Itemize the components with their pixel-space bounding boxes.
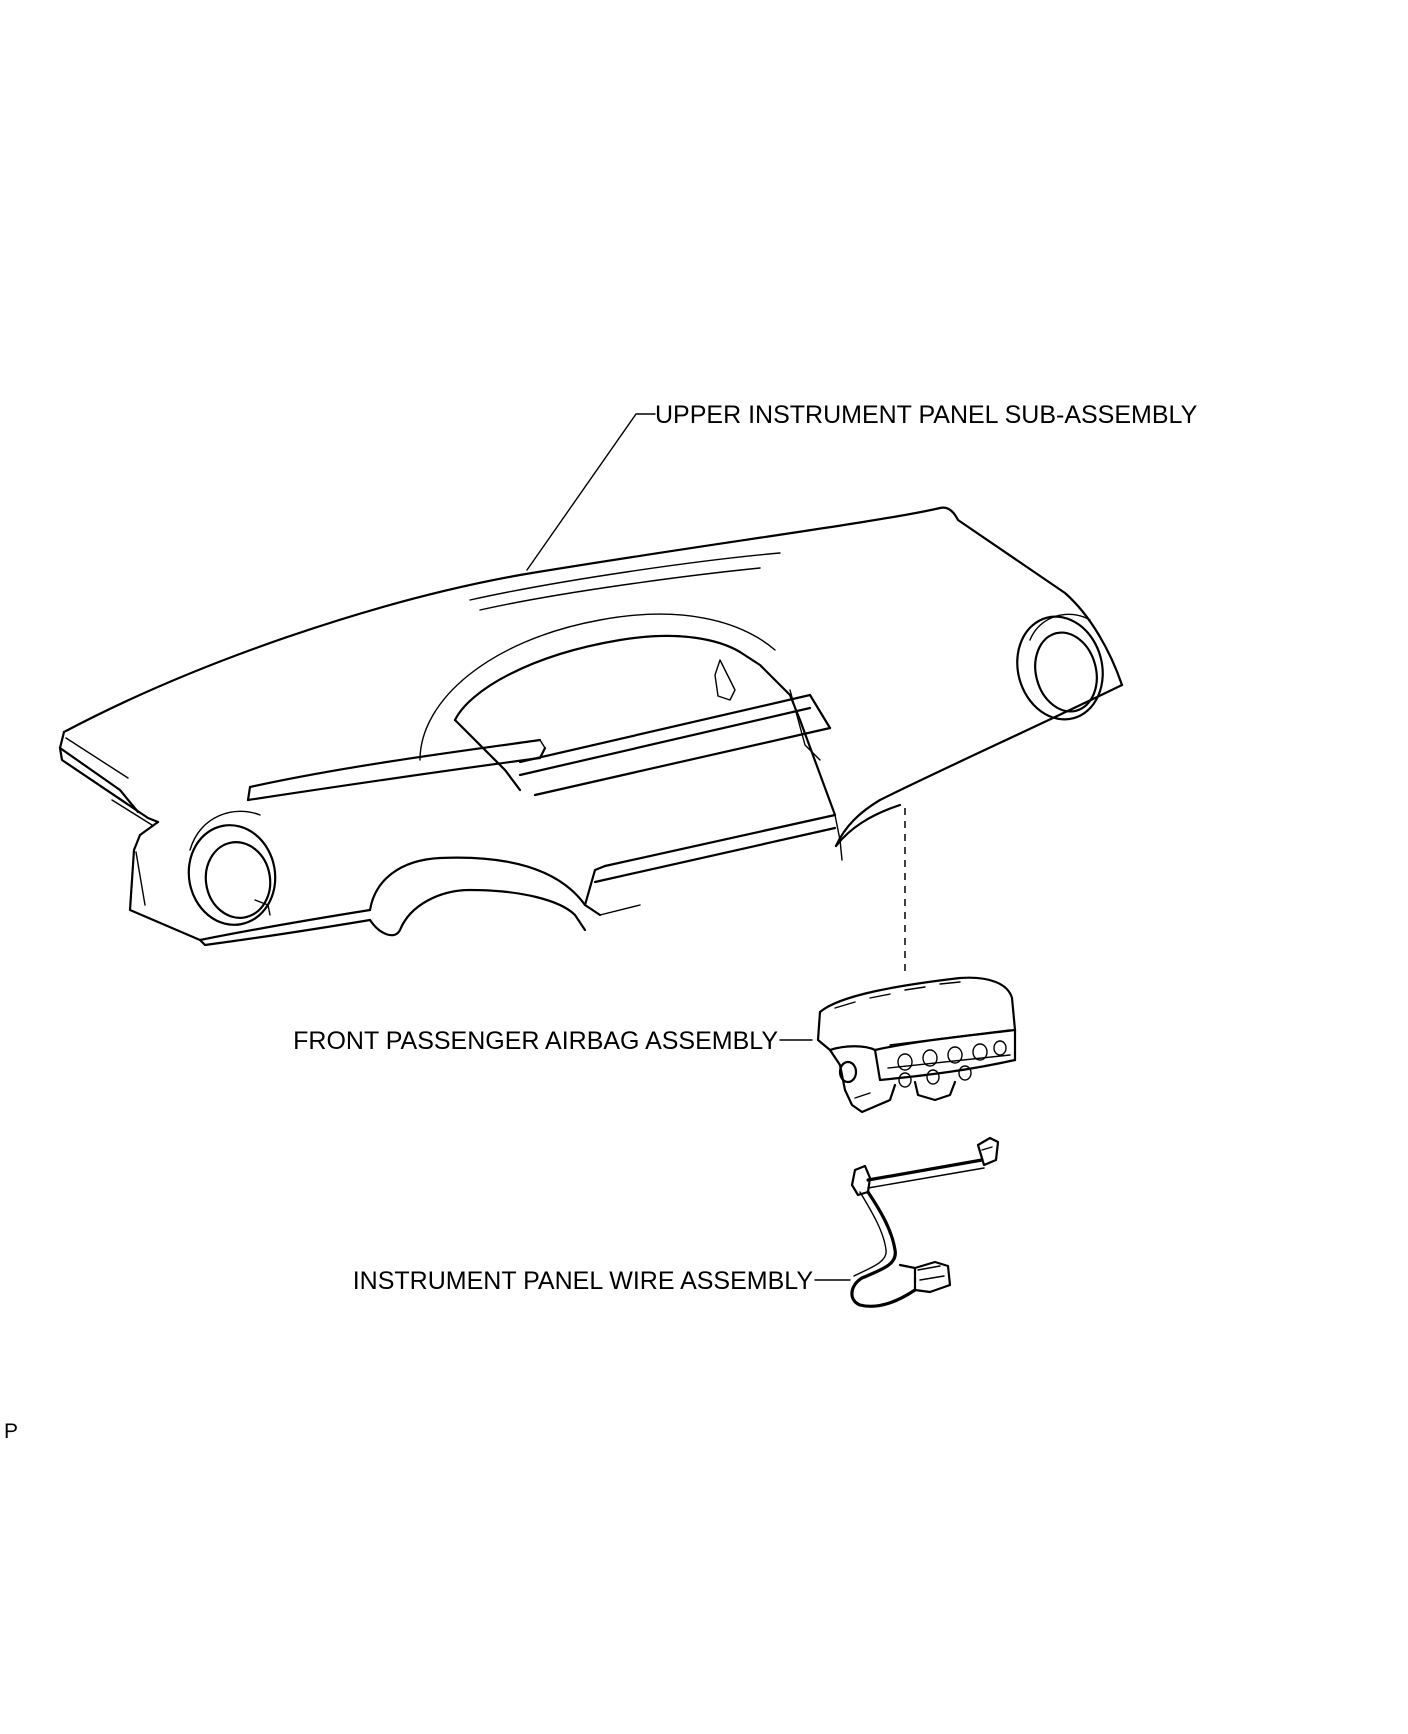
front-passenger-airbag-drawing <box>816 976 1017 1114</box>
upper-panel-leader-line <box>526 413 656 571</box>
instrument-panel-wire-drawing <box>850 1136 1000 1308</box>
upper-instrument-panel-drawing <box>58 506 1124 947</box>
label-front-passenger-airbag: FRONT PASSENGER AIRBAG ASSEMBLY <box>293 1027 778 1055</box>
corner-code: P <box>4 1420 18 1443</box>
label-upper-instrument-panel: UPPER INSTRUMENT PANEL SUB-ASSEMBLY <box>655 401 1198 429</box>
label-instrument-panel-wire: INSTRUMENT PANEL WIRE ASSEMBLY <box>353 1267 814 1295</box>
left-vent-drawing <box>187 810 277 926</box>
right-vent-drawing <box>1016 613 1104 721</box>
